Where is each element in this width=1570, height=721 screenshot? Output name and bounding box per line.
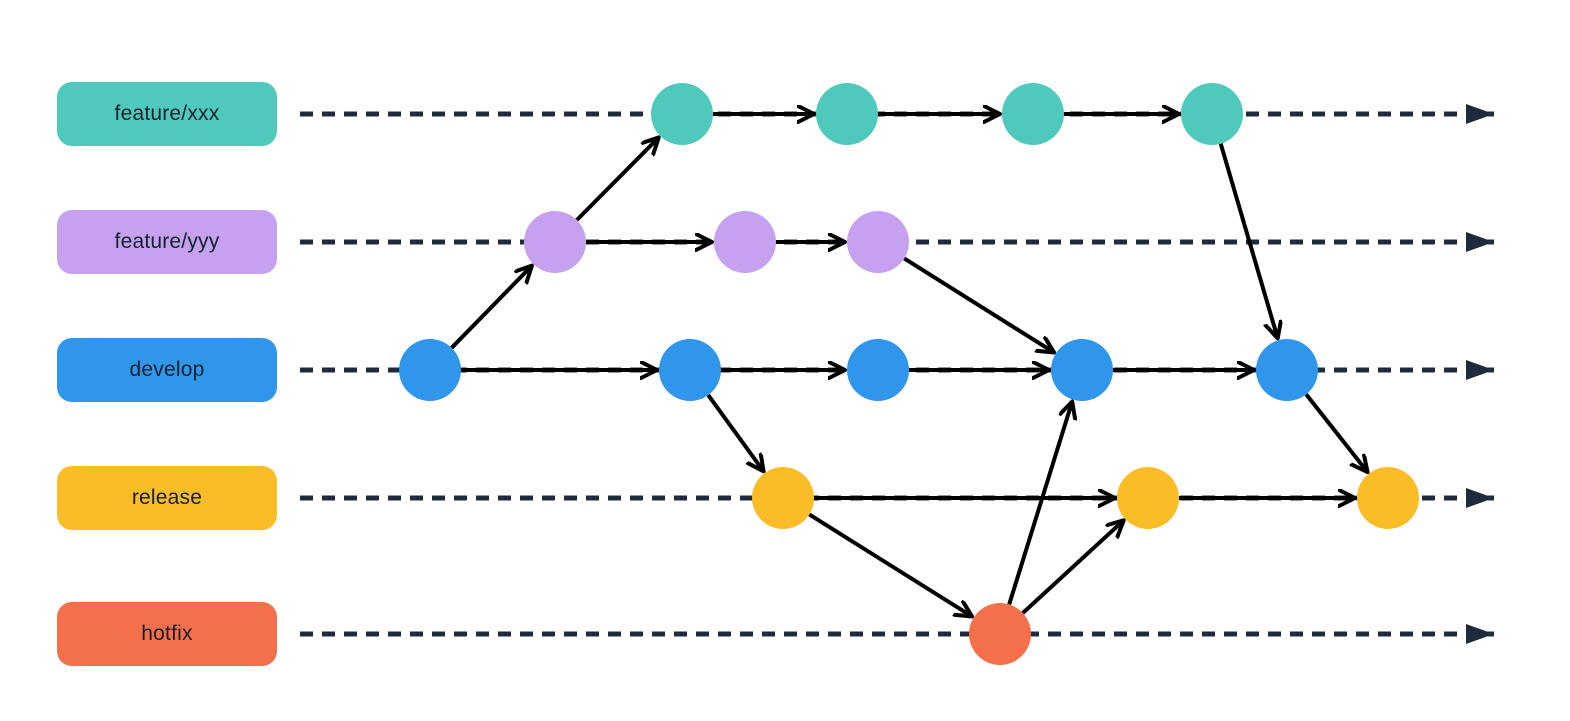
commit-node-feature-yyy-1	[714, 211, 776, 273]
commit-node-develop-0	[399, 339, 461, 401]
commit-node-feature-xxx-2	[1002, 83, 1064, 145]
branch-label-hotfix: hotfix	[57, 602, 277, 666]
commit-node-release-0	[752, 467, 814, 529]
branch-label-text: feature/yyy	[114, 230, 220, 253]
merge-edge-feature-yyy.2-to-develop.3	[903, 256, 1054, 352]
merge-edge-hotfix.0-to-release.1	[1021, 520, 1124, 615]
branch-label-text: feature/xxx	[114, 102, 220, 125]
commit-node-feature-xxx-1	[816, 83, 878, 145]
branch-edge-release.0-to-hotfix.0	[808, 512, 972, 616]
commit-node-feature-yyy-0	[524, 211, 586, 273]
branch-edge-feature-yyy.0-to-feature-xxx.0	[575, 137, 659, 222]
commit-node-develop-4	[1256, 339, 1318, 401]
branch-label-text: hotfix	[141, 622, 193, 645]
commit-node-feature-yyy-2	[847, 211, 909, 273]
branch-label-develop: develop	[57, 338, 277, 402]
merge-edge-feature-xxx.3-to-develop.4	[1218, 143, 1278, 339]
branch-edge-develop.0-to-feature-yyy.0	[450, 266, 532, 350]
branch-label-release: release	[57, 466, 277, 530]
commit-node-feature-xxx-3	[1181, 83, 1243, 145]
commit-node-develop-3	[1051, 339, 1113, 401]
merge-edge-develop.4-to-release.2	[1304, 393, 1367, 472]
commit-node-release-1	[1117, 467, 1179, 529]
merge-edge-hotfix.0-to-develop.3	[1007, 402, 1072, 605]
commit-node-feature-xxx-0	[651, 83, 713, 145]
branch-label-feature-xxx: feature/xxx	[57, 82, 277, 146]
commit-node-develop-2	[847, 339, 909, 401]
commit-node-hotfix-0	[969, 603, 1031, 665]
branch-label-feature-yyy: feature/yyy	[57, 210, 277, 274]
commit-node-release-2	[1357, 467, 1419, 529]
branch-label-text: release	[131, 486, 203, 509]
commit-node-develop-1	[659, 339, 721, 401]
branch-edge-develop.1-to-release.0	[706, 393, 763, 471]
branch-label-text: develop	[129, 358, 205, 381]
